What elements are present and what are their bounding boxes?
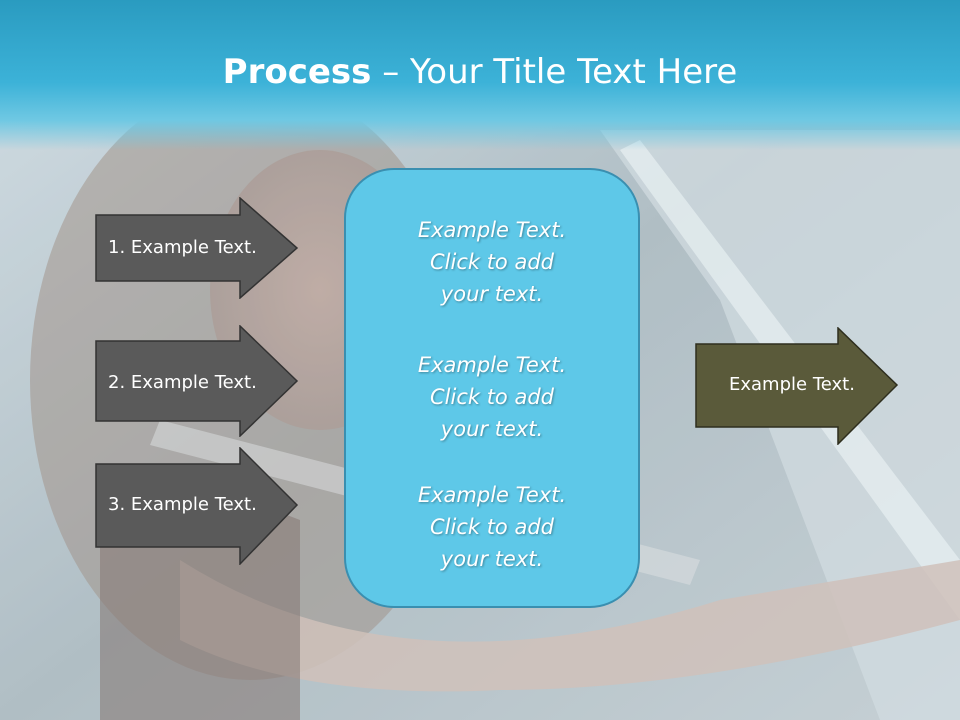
- input-arrow-3-label: 3. Example Text.: [108, 494, 257, 515]
- input-arrow-3[interactable]: 3. Example Text.: [95, 447, 300, 565]
- input-arrow-1[interactable]: 1. Example Text.: [95, 197, 300, 299]
- input-arrow-2-label: 2. Example Text.: [108, 372, 257, 393]
- output-arrow-label: Example Text.: [729, 374, 855, 395]
- page-title[interactable]: Process – Your Title Text Here: [0, 52, 960, 92]
- center-text-block-2: Example Text. Click to add your text.: [417, 353, 567, 441]
- title-band: [0, 0, 960, 150]
- input-arrow-2[interactable]: 2. Example Text.: [95, 325, 300, 437]
- title-dash: –: [371, 52, 411, 92]
- title-rest: Your Title Text Here: [410, 52, 738, 92]
- center-text-block-1: Example Text. Click to add your text.: [417, 218, 567, 306]
- output-arrow[interactable]: Example Text.: [695, 327, 900, 445]
- input-arrow-1-label: 1. Example Text.: [108, 237, 257, 258]
- title-bold: Process: [222, 52, 372, 92]
- center-text-block-3: Example Text. Click to add your text.: [417, 483, 567, 571]
- center-text-box[interactable]: Example Text. Click to add your text. Ex…: [344, 168, 640, 608]
